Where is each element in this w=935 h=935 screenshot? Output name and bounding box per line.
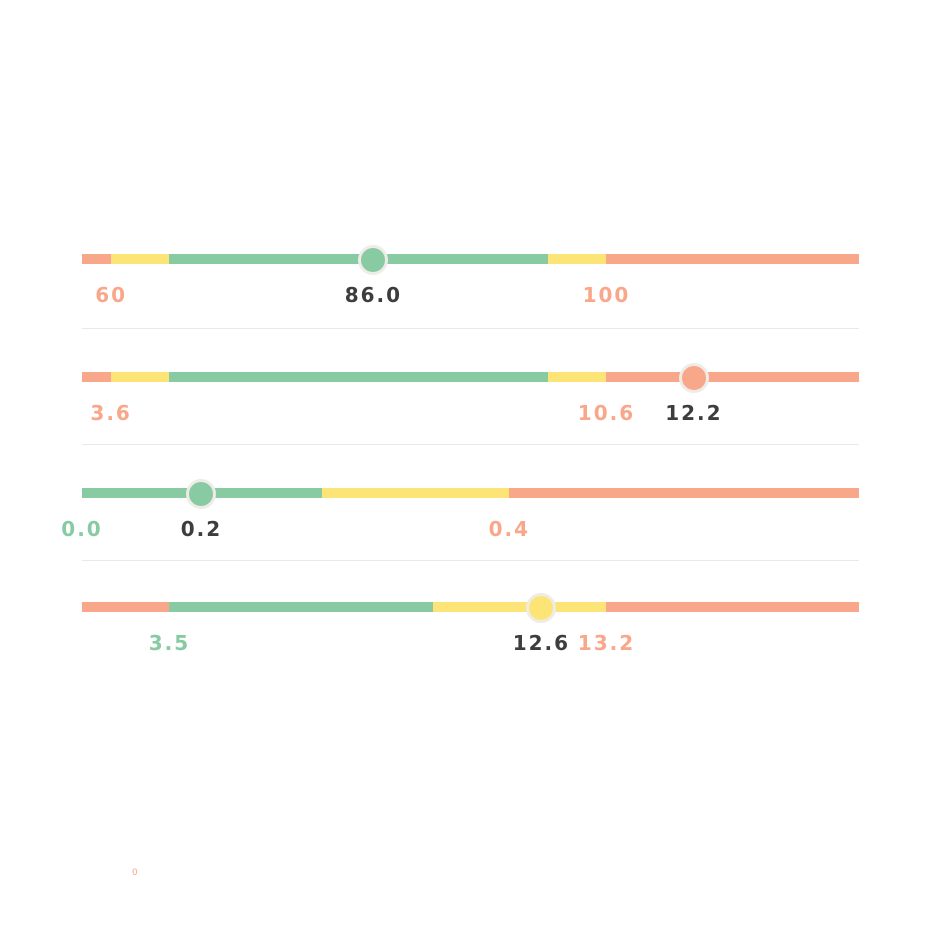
- value-marker[interactable]: [678, 363, 709, 393]
- gauge-2: 3.6 10.6 12.2: [82, 363, 859, 442]
- threshold-label: 60: [95, 283, 128, 307]
- band-yellow: [321, 488, 510, 498]
- threshold-label: 3.5: [148, 631, 191, 655]
- divider-2: [82, 444, 859, 445]
- gauge-bar: [82, 254, 859, 264]
- band-red: [606, 254, 859, 264]
- band-yellow: [432, 602, 607, 612]
- band-red: [82, 254, 112, 264]
- band-yellow: [548, 254, 607, 264]
- threshold-label: 100: [582, 283, 631, 307]
- divider-1: [82, 328, 859, 329]
- divider-3: [82, 560, 859, 561]
- current-value-label: 0.2: [180, 517, 223, 541]
- band-red: [509, 488, 859, 498]
- band-green: [169, 602, 433, 612]
- band-green: [169, 372, 549, 382]
- gauge-bar: [82, 372, 859, 382]
- gauge-1: 60 100 86.0: [82, 245, 859, 324]
- band-red: [606, 372, 859, 382]
- value-marker[interactable]: [358, 245, 389, 275]
- band-yellow: [111, 254, 170, 264]
- threshold-label: 10.6: [577, 401, 636, 425]
- threshold-label: 0.4: [488, 517, 531, 541]
- current-value-label: 12.6: [512, 631, 571, 655]
- footnote-text: 0: [132, 868, 138, 878]
- gauge-bar: [82, 602, 859, 612]
- threshold-label: 13.2: [577, 631, 636, 655]
- band-red: [606, 602, 859, 612]
- threshold-label: 3.6: [90, 401, 132, 425]
- band-red: [82, 372, 112, 382]
- gauge-3: 0.0 0.4 0.2: [61, 479, 859, 558]
- value-marker[interactable]: [526, 593, 557, 623]
- current-value-label: 12.2: [665, 401, 723, 425]
- band-yellow: [111, 372, 170, 382]
- band-red: [82, 602, 170, 612]
- band-yellow: [548, 372, 607, 382]
- value-marker[interactable]: [186, 479, 217, 509]
- threshold-label: 0.0: [61, 517, 103, 541]
- current-value-label: 86.0: [344, 283, 403, 307]
